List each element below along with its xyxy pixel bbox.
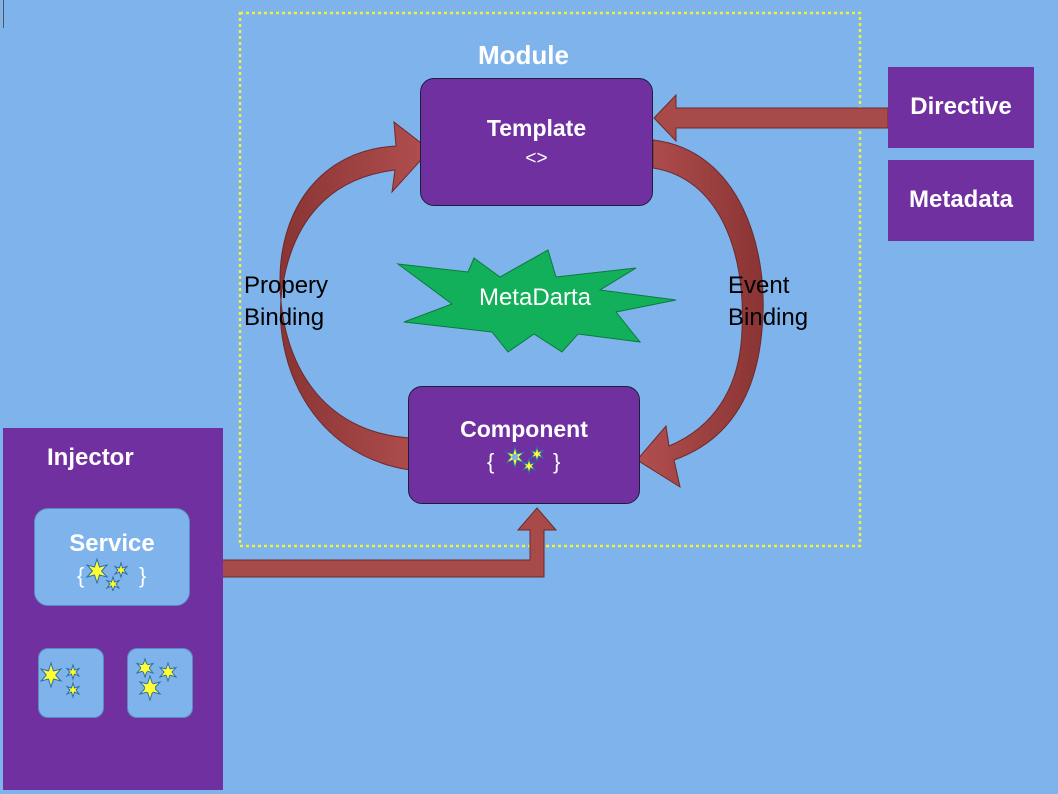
event-binding-arrow xyxy=(636,139,764,489)
star-cluster-icon xyxy=(135,657,178,702)
component-brace-open: { xyxy=(487,449,495,474)
template-symbol: <> xyxy=(525,148,548,169)
component-brace-close: } xyxy=(553,449,561,474)
template-box: Template <> xyxy=(420,78,653,206)
metadata-label: Metadata xyxy=(908,186,1014,213)
module-title: Module xyxy=(478,40,569,70)
property-binding-line2: Binding xyxy=(244,304,325,331)
component-box: Component { } xyxy=(408,386,640,504)
service-brace-close: } xyxy=(139,563,147,588)
metadarta-burst xyxy=(396,249,677,353)
metadarta-label: MetaDarta xyxy=(478,284,592,311)
injector-panel: Injector xyxy=(3,428,223,790)
event-binding-line2: Binding xyxy=(728,304,809,331)
event-binding-label: Event Binding xyxy=(728,270,808,334)
event-binding-line1: Event xyxy=(728,272,790,299)
service-to-component-arrow xyxy=(221,507,558,578)
service-instance-box xyxy=(38,648,104,718)
directive-to-template-arrow xyxy=(653,93,889,143)
service-box: Service { } xyxy=(34,508,190,606)
property-binding-arrow xyxy=(279,120,431,471)
template-label: Template xyxy=(486,115,587,141)
star-cluster-icon xyxy=(39,661,81,699)
directive-label: Directive xyxy=(910,93,1012,120)
edge-tick-mark xyxy=(3,0,4,28)
metadata-box: Metadata xyxy=(888,160,1034,241)
service-label: Service xyxy=(69,530,155,557)
directive-box: Directive xyxy=(888,67,1034,148)
property-binding-label: Propery Binding xyxy=(244,270,328,334)
service-brace-open: { xyxy=(77,563,85,588)
star-cluster-icon xyxy=(504,445,545,475)
property-binding-line1: Propery xyxy=(244,272,329,299)
component-label: Component xyxy=(460,416,588,442)
service-instance-box xyxy=(127,648,193,718)
injector-label: Injector xyxy=(47,444,134,471)
star-cluster-icon xyxy=(85,557,129,591)
